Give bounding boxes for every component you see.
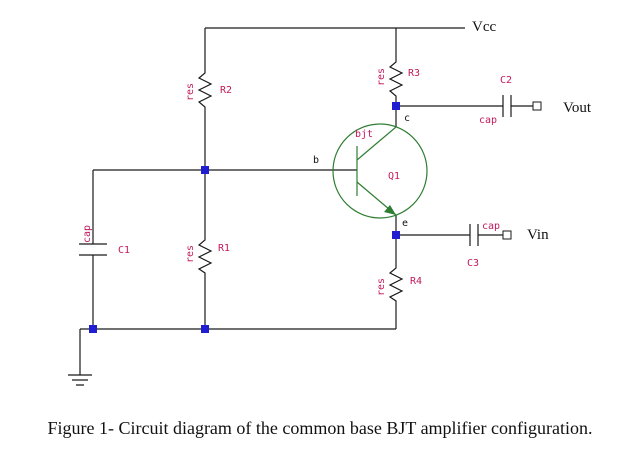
emitter-arrow-icon — [384, 205, 396, 215]
r2-type-label: res — [185, 83, 196, 101]
vcc-label: Vcc — [472, 19, 496, 35]
node-base — [201, 166, 209, 174]
transistor-body — [332, 123, 428, 219]
r3-label: R3 — [408, 68, 420, 79]
resistor-r3 — [388, 60, 404, 98]
node-emitter — [392, 231, 400, 239]
transistor-collector-lead — [356, 126, 397, 161]
emitter-terminal-label: e — [402, 218, 408, 229]
node-ground-mid — [201, 325, 209, 333]
resistor-r1 — [197, 237, 213, 275]
c3-type-label: cap — [482, 221, 500, 232]
vin-label: Vin — [527, 227, 549, 243]
wires — [79, 27, 533, 375]
collector-terminal-label: c — [404, 113, 410, 124]
resistor-r2 — [197, 70, 213, 110]
c1-label: C1 — [118, 245, 130, 256]
transistor-q1 — [332, 123, 428, 219]
resistor-r4 — [388, 265, 404, 303]
r1-type-label: res — [185, 245, 196, 263]
vout-label: Vout — [563, 100, 592, 116]
vin-port — [502, 230, 512, 240]
vout-port — [532, 101, 542, 111]
c3-label: C3 — [467, 258, 479, 269]
junction-nodes — [89, 102, 400, 333]
q1-label: Q1 — [388, 171, 400, 182]
capacitor-c3 — [469, 224, 479, 246]
c2-type-label: cap — [479, 115, 497, 126]
r1-label: R1 — [218, 243, 230, 254]
r2-label: R2 — [220, 85, 232, 96]
capacitor-c1 — [79, 243, 107, 256]
r4-label: R4 — [410, 276, 422, 287]
transistor-type-label: bjt — [355, 129, 373, 140]
figure-caption: Figure 1- Circuit diagram of the common … — [47, 418, 593, 438]
node-ground-left — [89, 325, 97, 333]
c2-label: C2 — [500, 75, 512, 86]
ground-symbol — [68, 374, 92, 386]
capacitor-c2 — [502, 95, 512, 117]
node-collector — [392, 102, 400, 110]
c1-type-label: cap — [82, 225, 93, 243]
r4-type-label: res — [376, 278, 387, 296]
r3-type-label: res — [376, 68, 387, 86]
ground-drop-wire — [79, 328, 93, 375]
base-terminal-label: b — [313, 155, 319, 166]
